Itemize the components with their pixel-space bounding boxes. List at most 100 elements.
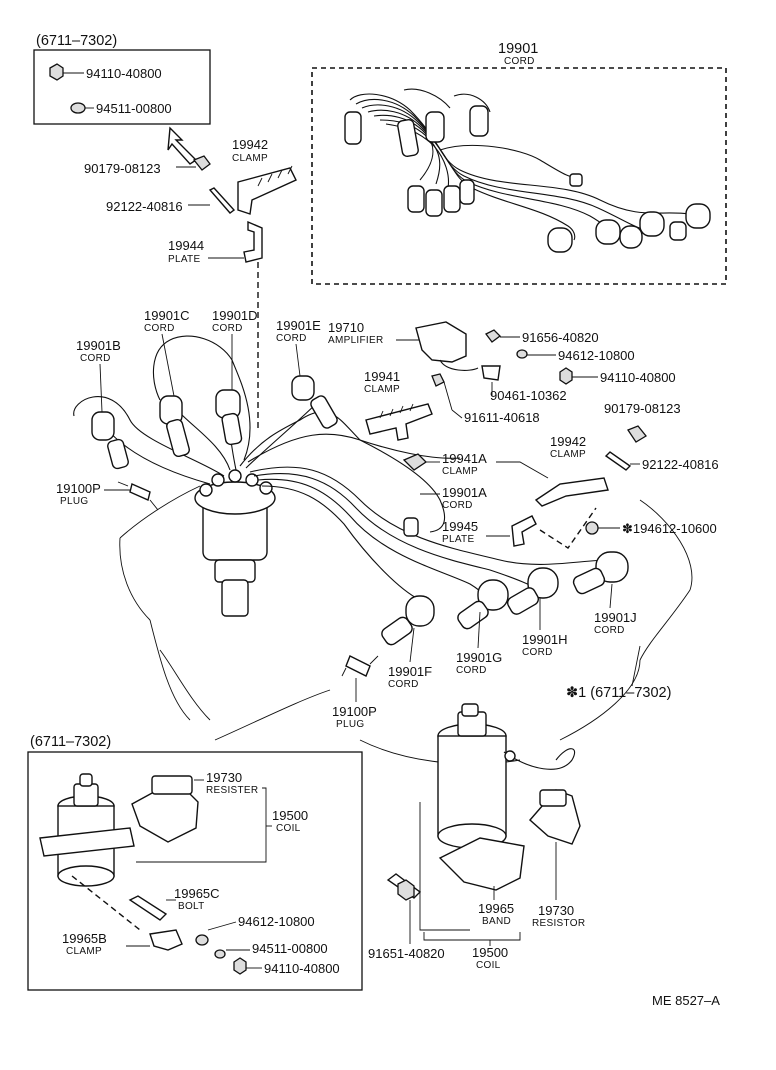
cord-boot-icon (459, 179, 475, 205)
diagram-code: ME 8527–A (652, 993, 720, 1008)
plug-boot-icon (527, 567, 559, 599)
arrow-icon (167, 126, 198, 165)
plug-boot-icon (669, 221, 687, 241)
plug-boot-icon (685, 203, 711, 229)
part-92122-40816-top: 92122-40816 (106, 199, 183, 214)
part-94110-40800-top: 94110-40800 (86, 66, 162, 81)
name-plug-bottom: PLUG (336, 719, 364, 730)
coil-bracket-icon (39, 827, 135, 857)
cord-boot-icon (443, 185, 461, 213)
part-19965: 19965 (478, 901, 514, 916)
plug-boot-icon (547, 227, 573, 253)
name-plate-top: PLATE (168, 254, 200, 265)
part-19901: 19901 (498, 41, 538, 57)
name-cord-c: CORD (144, 323, 175, 334)
name-plug-left: PLUG (60, 496, 88, 507)
name-coil-left: COIL (276, 823, 301, 834)
part-91611-40618: 91611-40618 (464, 410, 540, 425)
name-cord-b: CORD (80, 353, 111, 364)
part-19901C: 19901C (144, 308, 190, 323)
name-band: BAND (482, 916, 511, 927)
range-label-top: (6711–7302) (36, 33, 117, 49)
part-94511-00800-top: 94511-00800 (96, 101, 172, 116)
name-cord-j: CORD (594, 625, 625, 636)
cord-boot-icon (397, 118, 419, 158)
part-19710: 19710 (328, 320, 364, 335)
part-19100P-bottom: 19100P (332, 704, 377, 719)
name-cord-e: CORD (276, 333, 307, 344)
part-19901B: 19901B (76, 338, 121, 353)
clamp-19942-right-icon (534, 477, 609, 507)
washer-icon (70, 102, 86, 114)
variant-box-top: (6711–7302) 94110-40800 94511-00800 (33, 33, 211, 165)
amplifier-icon (415, 321, 467, 363)
nut-icon (559, 367, 573, 385)
part-19941: 19941 (364, 369, 400, 384)
plug-boot-icon (405, 595, 435, 627)
range-label-star: ✽1 (6711–7302) (566, 685, 671, 701)
part-19730-left: 19730 (206, 770, 242, 785)
part-94110-40800-mid: 94110-40800 (600, 370, 676, 385)
cord-terminal-icon (569, 173, 583, 187)
bolt-icon (128, 895, 168, 921)
bolt-head-icon (485, 329, 501, 343)
name-cord-f: CORD (388, 679, 419, 690)
plug-boot-icon (595, 219, 621, 245)
clamp-19965B-icon (149, 929, 183, 951)
cord-boot-icon (425, 189, 443, 217)
part-19730-right: 19730 (538, 903, 574, 918)
name-bolt: BOLT (178, 901, 205, 912)
name-resister: RESISTER (206, 785, 258, 796)
stud-bolt-icon (208, 187, 236, 214)
clip-nut-icon (627, 425, 647, 443)
bracket-icon (481, 365, 501, 381)
coil-assembly-right: 19965 BAND 19730 RESISTOR 19500 COIL 916… (368, 703, 585, 971)
part-19901E: 19901E (276, 318, 321, 333)
part-19901J: 19901J (594, 610, 637, 625)
part-19942-top: 19942 (232, 137, 268, 152)
center-labels: 19901C CORD 19901D CORD 19901E CORD 1990… (56, 308, 321, 507)
cord-set-box: 19901 CORD (311, 41, 727, 285)
cord-boot-icon (91, 411, 115, 441)
name-amplifier: AMPLIFIER (328, 335, 384, 346)
part-19500-right: 19500 (472, 945, 508, 960)
name-cord-19901A: CORD (442, 500, 473, 511)
part-90461-10362: 90461-10362 (490, 388, 567, 403)
part-90179-08123-right: 90179-08123 (604, 401, 681, 416)
name-cord-g: CORD (456, 665, 487, 676)
name-cord-h: CORD (522, 647, 553, 658)
plug-boot-icon (595, 551, 629, 583)
washer-icon (585, 521, 599, 535)
washer-icon (214, 949, 226, 959)
clamp-plate-group-top: 90179-08123 92122-40816 19942 CLAMP 1994… (84, 137, 297, 430)
clamp-19941-icon (365, 403, 433, 441)
plate-19945-icon (511, 515, 537, 547)
screw-icon (431, 373, 445, 387)
part-19901D: 19901D (212, 308, 258, 323)
plug-boot-icon (639, 211, 665, 237)
part-91651-40820: 91651-40820 (368, 946, 445, 961)
part-91656-40820: 91656-40820 (522, 330, 599, 345)
name-clamp-19942-right: CLAMP (550, 449, 586, 460)
cord-boot-icon (291, 375, 315, 401)
range-label-bottom: (6711–7302) (30, 734, 111, 750)
right-middle-group: 90179-08123 92122-40816 19942 CLAMP 1994… (402, 401, 719, 549)
part-92122-40816-right: 92122-40816 (642, 457, 719, 472)
cord-boot-icon (407, 185, 425, 213)
part-19965B: 19965B (62, 931, 107, 946)
cord-boot-icon (425, 111, 445, 143)
part-90179-08123-top: 90179-08123 (84, 161, 161, 176)
clamp-19942-icon (237, 167, 297, 215)
plug-boot-icon (477, 579, 509, 611)
part-94612-10800-bottom: 94612-10800 (238, 914, 315, 929)
clip-nut-icon (192, 155, 211, 171)
stud-bolt-icon (604, 451, 632, 471)
part-94110-40800-bottom: 94110-40800 (264, 961, 340, 976)
part-19942-right: 19942 (550, 434, 586, 449)
part-94511-00800-bottom: 94511-00800 (252, 941, 328, 956)
cord-boot-icon (469, 105, 489, 137)
nut-icon (49, 63, 64, 81)
name-cord-main: CORD (504, 56, 535, 67)
spark-plug-icon (345, 655, 371, 677)
